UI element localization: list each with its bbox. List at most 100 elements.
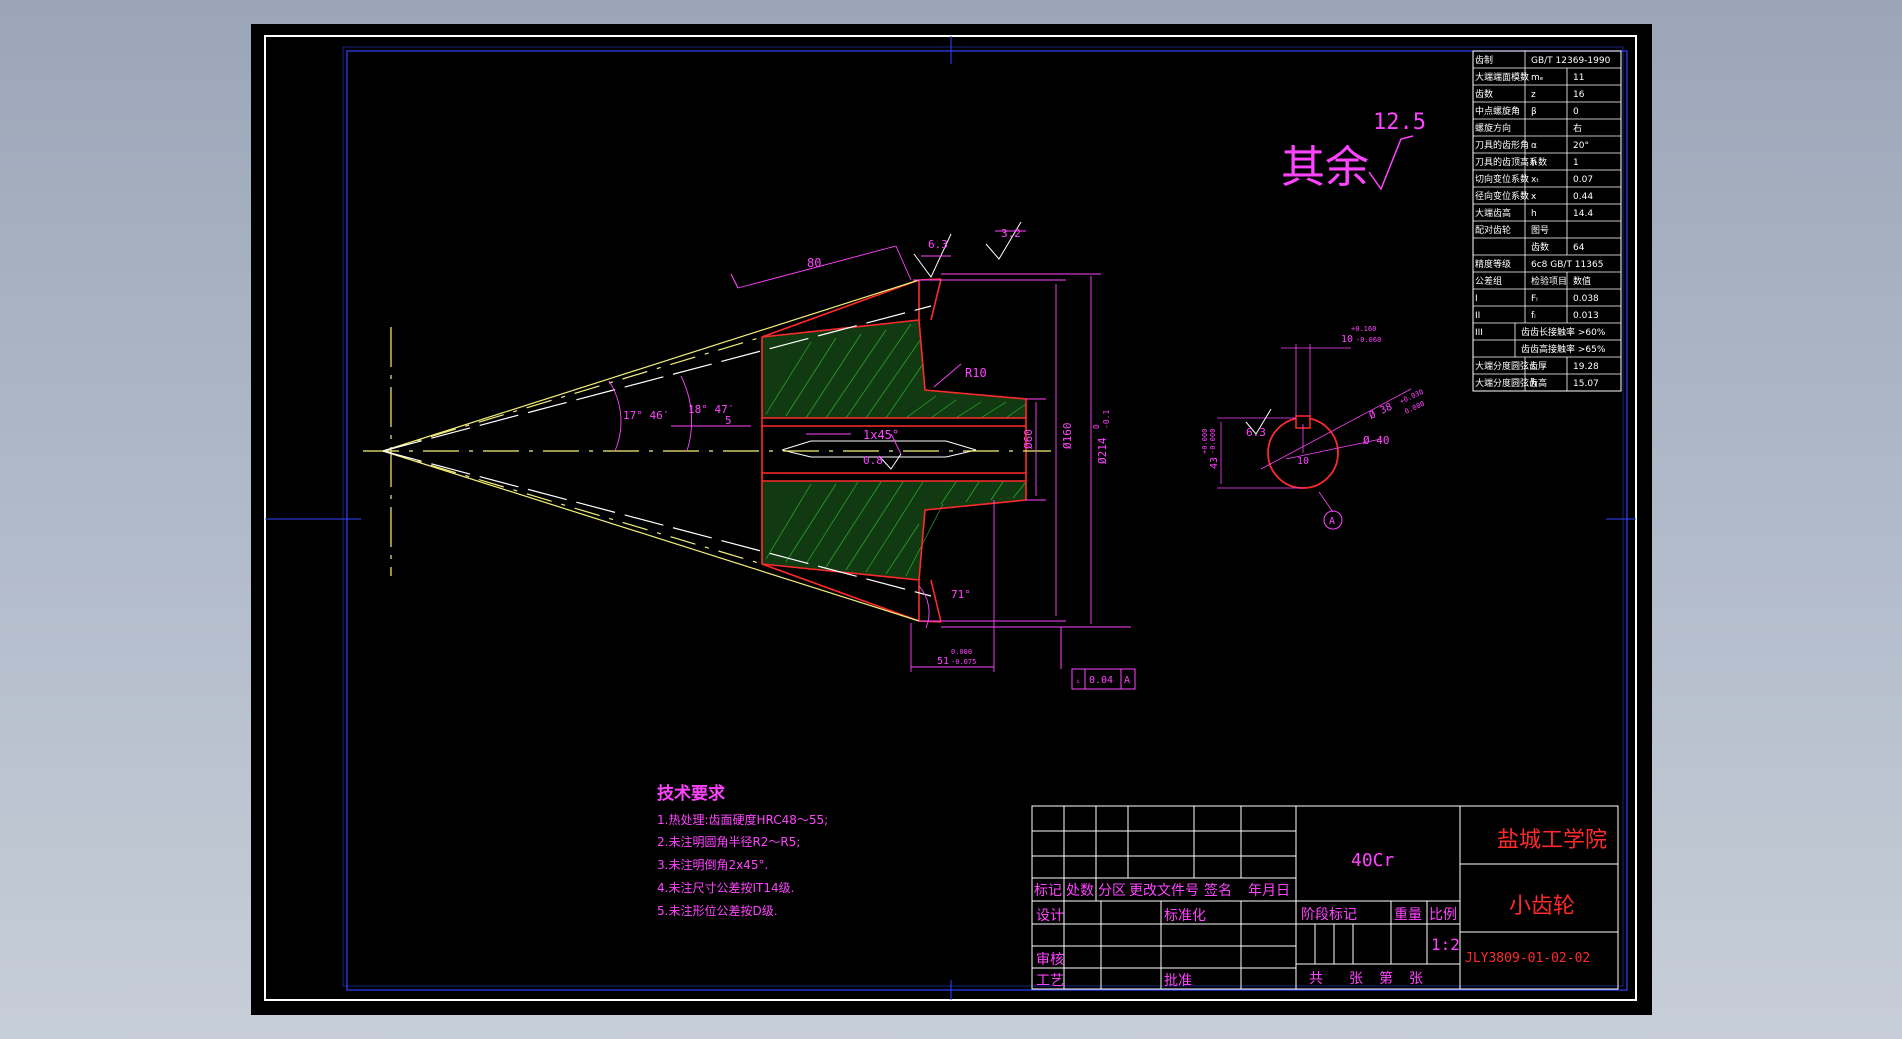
dim-key-tol-up: +0.160 — [1351, 325, 1376, 333]
tb-total: 共 — [1309, 971, 1323, 987]
spec-cell: 右 — [1573, 122, 1582, 134]
dim-angle-1: 17° 46′ — [623, 409, 669, 422]
tech-item-2: 2.未注明圆角半径R2～R5; — [657, 834, 800, 849]
spec-cell: 配对齿轮 — [1475, 224, 1511, 236]
spec-cell: 大端分度圆弦齿厚 — [1475, 360, 1547, 372]
tb-scale: 1:2 — [1431, 935, 1460, 954]
spec-cell: 14.4 — [1573, 209, 1593, 219]
spec-cell: 0.44 — [1573, 192, 1593, 202]
spec-cell: z — [1531, 90, 1536, 100]
tb-part-name: 小齿轮 — [1509, 894, 1575, 919]
pitch-line-top — [382, 305, 932, 452]
dim-d214-tol-lo: -0.1 — [1102, 410, 1111, 429]
tech-title: 技术要求 — [657, 783, 725, 804]
dim-five: 5 — [725, 414, 732, 427]
spec-cell: Fᵢ — [1531, 294, 1538, 304]
spec-cell: 0.038 — [1573, 294, 1599, 304]
dim-d40: Ø 40 — [1363, 434, 1390, 447]
spec-cell: 齿数 — [1475, 88, 1493, 100]
roughness-main: 12.5 — [1373, 110, 1426, 135]
spec-cell: 15.07 — [1573, 379, 1599, 389]
spec-cell: α — [1531, 141, 1537, 151]
dim-bore-d: Ø 38 — [1367, 401, 1394, 422]
pitch-line-bottom — [382, 450, 932, 597]
tb-school: 盐城工学院 — [1497, 828, 1607, 853]
tb-process: 工艺 — [1036, 973, 1064, 989]
spec-cell: 16 — [1573, 90, 1585, 100]
tb-drawing-no: JLY3809-01-02-02 — [1465, 951, 1590, 966]
spec-cell: x — [1531, 192, 1537, 202]
tech-item-5: 5.未注形位公差按D级. — [657, 903, 778, 918]
spec-cell: 切向变位系数 — [1475, 173, 1529, 185]
spec-cell: 中点螺旋角 — [1475, 105, 1520, 117]
spec-cell: 刀具的齿顶高系数 — [1475, 156, 1547, 168]
tb-sheet-unit: 张 — [1409, 971, 1423, 987]
surface-note: 其余 — [1281, 142, 1369, 193]
tech-item-4: 4.未注尺寸公差按IT14级. — [657, 880, 794, 895]
tb-approve: 批准 — [1164, 973, 1192, 989]
spec-cell: 0.013 — [1573, 311, 1599, 321]
roughness-tooth-left: 6.3 — [928, 238, 948, 251]
dim-d60: Ø60 — [1022, 429, 1035, 449]
spec-cell: 公差组 — [1475, 275, 1502, 287]
dim-ten: 10 — [1297, 456, 1309, 467]
spec-cell: h̄ — [1530, 377, 1536, 389]
dimension-lines — [608, 245, 1131, 672]
spec-cell: 数值 — [1573, 275, 1591, 287]
spec-cell: 20° — [1573, 141, 1589, 151]
dim-len51-tol-up: 0.000 — [951, 648, 972, 656]
dim-face-width: 80 — [807, 256, 821, 270]
drawing-sheet: 80 6.3 3.2 R10 17° 46′ 18° 47′ 5 1x45° 0… — [264, 35, 1637, 1001]
dim-h43-tol-up: +0.000 — [1201, 429, 1209, 454]
spec-cell: 螺旋方向 — [1475, 122, 1511, 134]
tb-review: 审核 — [1036, 952, 1064, 968]
spec-cell: mₑ — [1531, 73, 1544, 83]
spec-cell: 齿齿高接触率 >65% — [1521, 343, 1606, 355]
dim-chamfer: 1x45° — [863, 428, 899, 442]
tb-col-zone: 分区 — [1098, 883, 1126, 899]
tb-material: 40Cr — [1351, 850, 1395, 871]
tech-item-1: 1.热处理:齿面硬度HRC48～55; — [657, 812, 828, 827]
dim-len51: 51 — [937, 656, 949, 667]
dim-key-tol-lo: -0.060 — [1356, 336, 1381, 344]
dim-h43-tol-lo: -0.000 — [1209, 429, 1217, 454]
cad-drawing-viewport[interactable]: 80 6.3 3.2 R10 17° 46′ 18° 47′ 5 1x45° 0… — [251, 24, 1652, 1015]
spec-cell: 径向变位系数 — [1475, 190, 1529, 202]
dim-len51-tol-lo: -0.075 — [951, 658, 976, 666]
spec-cell: 刀具的齿形角 — [1475, 139, 1529, 151]
dim-angle-2: 18° 47′ — [688, 403, 734, 416]
spec-cell: xₜ — [1531, 175, 1539, 185]
title-block-text: 标记 处数 分区 更改文件号 签名 年月日 设计 标准化 审核 工艺 批准 40… — [1034, 828, 1607, 989]
dim-h43: 43 — [1209, 457, 1220, 469]
drawing-frame — [346, 50, 1628, 991]
runout-frame — [1071, 668, 1136, 690]
spec-cell: h — [1531, 209, 1537, 219]
gear-section-view — [363, 221, 1136, 690]
tb-col-date: 年月日 — [1248, 883, 1290, 899]
sheet-outer-border — [264, 35, 1637, 1001]
datum-circle — [1323, 510, 1343, 530]
roughness-tooth-right: 3.2 — [1001, 227, 1021, 240]
spec-cell: 大端分度圆弦齿高 — [1475, 377, 1547, 389]
roughness-main-symbol — [1368, 135, 1414, 191]
spec-cell: 图号 — [1531, 225, 1549, 236]
tb-col-sign: 签名 — [1204, 882, 1232, 899]
roughness-marks — [878, 221, 1022, 470]
gear-outline — [761, 278, 1027, 623]
spec-cell: 0.07 — [1573, 175, 1593, 185]
spec-cell: 检验项目 — [1531, 275, 1567, 287]
spec-cell: I — [1475, 294, 1478, 304]
hub-end-view — [1217, 344, 1412, 530]
spec-cell: 大端齿高 — [1475, 207, 1511, 219]
tb-design: 设计 — [1036, 908, 1064, 924]
spec-cell: 0 — [1573, 107, 1579, 117]
datum-label: A — [1329, 516, 1335, 527]
tb-col-count: 处数 — [1066, 883, 1094, 899]
spec-cell: III — [1475, 328, 1483, 338]
spec-cell: 精度等级 — [1475, 258, 1511, 270]
spec-cell: II — [1475, 311, 1480, 321]
spec-cell: h — [1531, 158, 1537, 168]
tb-weight: 重量 — [1394, 907, 1422, 923]
roughness-bore: 0.8 — [863, 454, 883, 467]
